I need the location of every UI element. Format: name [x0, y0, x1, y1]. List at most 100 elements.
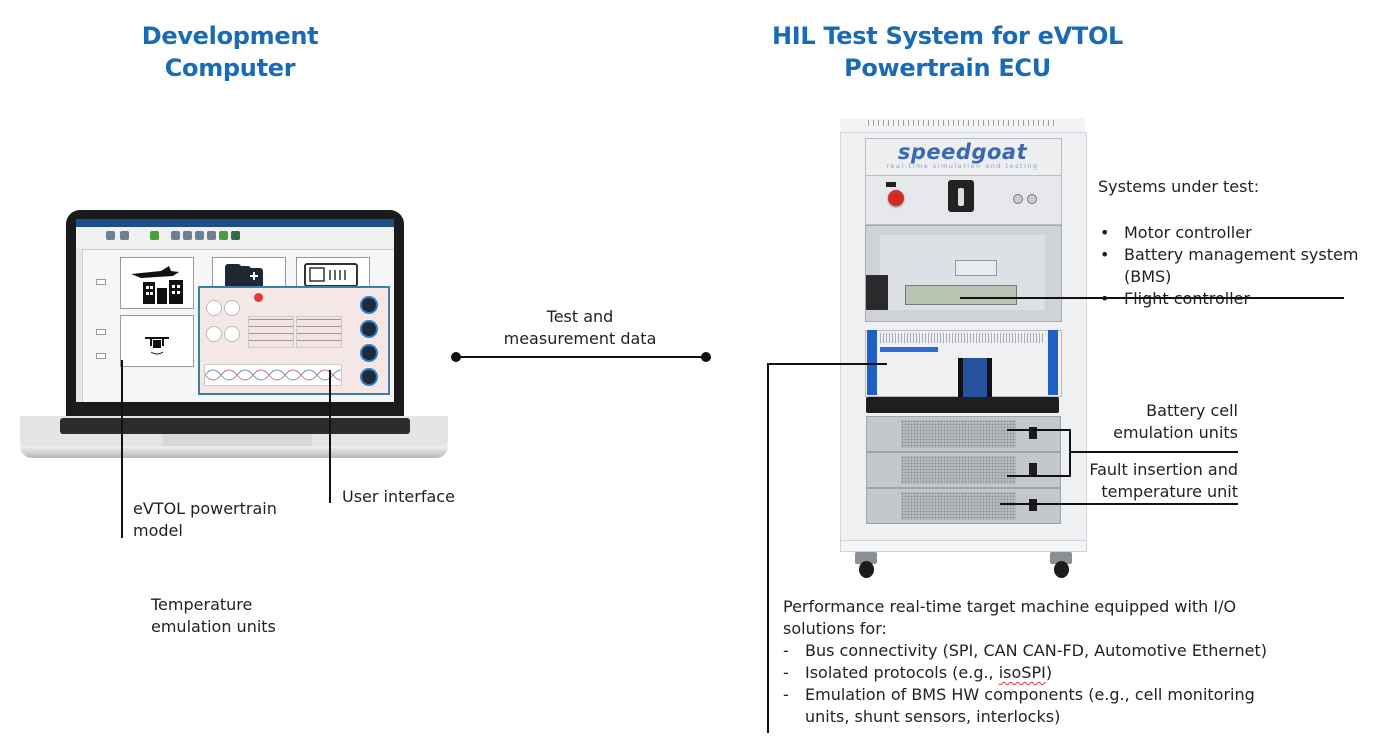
gauge-icon: [224, 326, 240, 342]
battery-emulation-unit: [866, 416, 1061, 452]
power-switch-icon: [1029, 499, 1037, 511]
logo-panel: [865, 138, 1062, 177]
laptop-keyboard: [60, 418, 410, 434]
dial-gauge-icon: [360, 296, 378, 314]
rack-ear-right: [1048, 330, 1058, 395]
label-line: measurement data: [503, 329, 657, 348]
list-item-text: Isolated protocols (e.g.,: [805, 663, 999, 682]
title-line: Computer: [164, 54, 296, 82]
ecu-housing: [955, 260, 997, 276]
ecu-module: [866, 275, 888, 310]
laptop-base-lip: [20, 446, 448, 458]
power-switch-icon: [1029, 427, 1037, 439]
gauge-icon: [224, 300, 240, 316]
ui-block: [296, 257, 370, 289]
scope-plot: [204, 364, 342, 386]
description-line: Performance real-time target machine equ…: [783, 597, 1237, 616]
speedgoat-tagline: real-time simulation and testing: [886, 162, 1039, 170]
connector-icon: [1027, 194, 1037, 204]
list-item: Battery management system (BMS): [1098, 244, 1400, 288]
rack-plinth: [840, 540, 1087, 552]
battery-callout-line: [1070, 451, 1238, 453]
connector-icon: [1013, 194, 1023, 204]
hil-system-title: HIL Test System for eVTOL Powertrain ECU: [760, 20, 1135, 84]
gauge-icon: [206, 300, 222, 316]
toolbar-icon: [207, 231, 216, 240]
stop-button-icon: [254, 293, 263, 302]
label-line: Battery cell: [1146, 401, 1238, 420]
list-item: Emulation of BMS HW components (e.g., ce…: [783, 684, 1283, 728]
target-callout-line: [767, 363, 769, 733]
description-line: solutions for:: [783, 619, 887, 638]
toolbar-icon: [120, 231, 129, 240]
connection-endpoint-right: [701, 352, 711, 362]
city-scenario-block: [120, 257, 194, 309]
toolbar-icon: [106, 231, 115, 240]
power-switch-icon: [1029, 463, 1037, 475]
label-line: emulation units: [151, 617, 276, 636]
unit-vent: [901, 420, 1016, 448]
spellcheck-flagged-word: isoSPI: [998, 663, 1046, 682]
model-browser-strip: [76, 249, 83, 402]
connection-line: [456, 356, 706, 358]
label-line: eVTOL powertrain: [133, 499, 277, 518]
title-line: HIL Test System for eVTOL: [771, 22, 1124, 50]
list-item: Bus connectivity (SPI, CAN CAN-FD, Autom…: [783, 640, 1283, 662]
gauge-icon: [206, 326, 222, 342]
rack-vent: [868, 120, 1058, 126]
label-line: model: [133, 521, 183, 540]
performance-label: [880, 347, 938, 352]
toolbar-icon: [195, 231, 204, 240]
slider-group: [248, 316, 294, 348]
systems-callout-line: [960, 297, 1344, 299]
app-tab-bar: [76, 219, 394, 227]
dial-gauge-icon: [360, 368, 378, 386]
drone-icon: [145, 337, 169, 355]
fault-insertion-unit: [866, 488, 1061, 524]
inport: [96, 329, 106, 335]
caster-wheel-icon: [855, 552, 877, 578]
drone-block: [120, 315, 194, 367]
systems-list: Motor controller Battery management syst…: [1098, 222, 1400, 310]
sine-wave-plot: [205, 369, 341, 381]
indicator-icon: [886, 182, 896, 187]
unit-vent: [901, 492, 1016, 520]
inport: [96, 279, 106, 285]
systems-under-test: Systems under test: Motor controller Bat…: [1098, 176, 1400, 310]
target-vent: [880, 333, 1045, 343]
unit-vent: [901, 456, 1016, 484]
label-line: Fault insertion and: [1089, 460, 1238, 479]
label-line: temperature unit: [1101, 482, 1238, 501]
city-plane-icon: [131, 266, 183, 304]
toolbar-icon: [171, 231, 180, 240]
ui-callout-line: [329, 370, 331, 503]
ui-callout-label: User interface: [342, 487, 455, 506]
dial-gauge-icon: [360, 320, 378, 338]
list-item: Motor controller: [1098, 222, 1400, 244]
target-machine-description: Performance real-time target machine equ…: [783, 596, 1283, 728]
slider-group: [296, 316, 342, 348]
title-line: Development: [141, 22, 319, 50]
emergency-stop-icon: [888, 190, 904, 206]
app-toolbar: [76, 227, 394, 250]
connection-label: Test and measurement data: [455, 306, 705, 350]
toolbar-icon: [231, 231, 240, 240]
fault-callout-label: Fault insertion and temperature unit: [1040, 459, 1238, 503]
laptop-screen: [76, 219, 394, 402]
caster-wheel-icon: [1050, 552, 1072, 578]
ecu-board: [905, 285, 1017, 305]
model-callout-label: eVTOL powertrain model: [133, 498, 277, 542]
label-line: emulation units: [1113, 423, 1238, 442]
model-callout-line: [121, 360, 123, 538]
laptop-trackpad: [162, 434, 312, 448]
battery-callout-bracket: [1069, 429, 1071, 477]
toolbar-icon: [183, 231, 192, 240]
battery-block: [212, 257, 286, 289]
dashboard-icon: [304, 263, 358, 287]
battery-callout-branch: [1007, 475, 1070, 477]
list-item: Isolated protocols (e.g., isoSPI): [783, 662, 1283, 684]
dial-gauge-icon: [360, 344, 378, 362]
battery-emulation-unit: [866, 452, 1061, 488]
speedgoat-logo: speedgoat: [897, 140, 1028, 164]
toolbar-icon: [219, 231, 228, 240]
